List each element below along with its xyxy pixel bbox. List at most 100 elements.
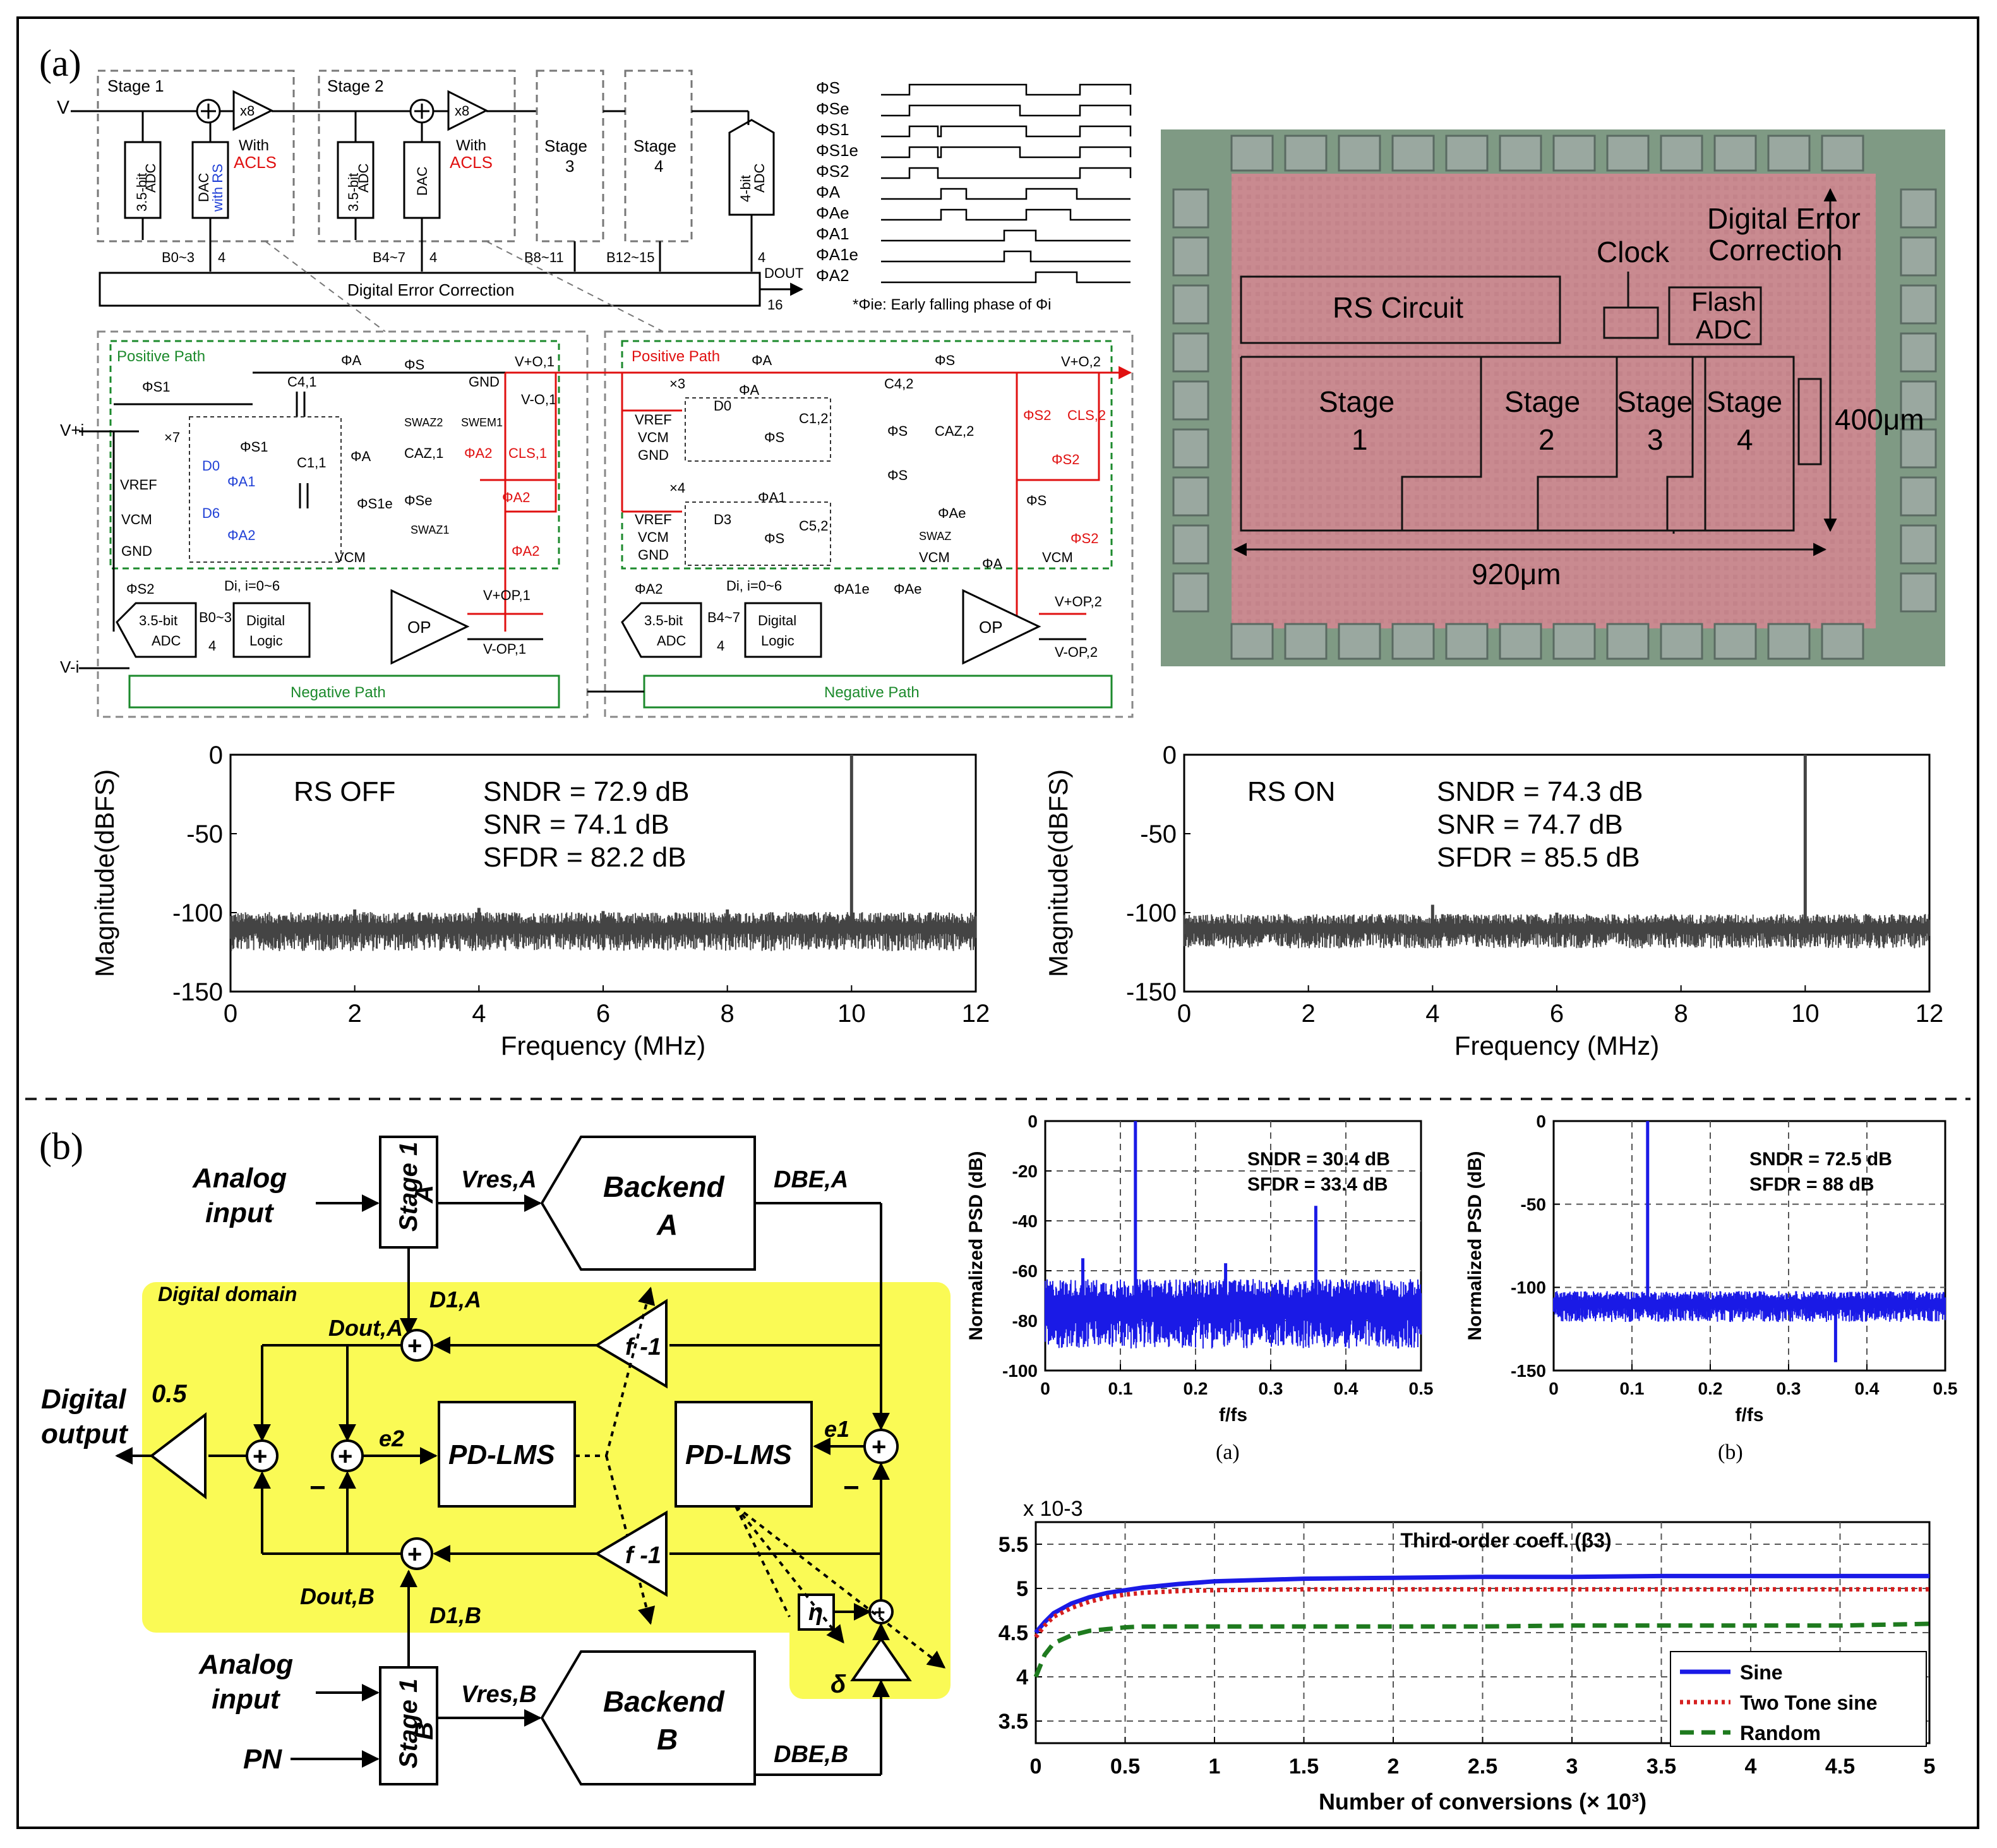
di-label: Di, i=0~6	[224, 578, 280, 594]
phi-s-5: ΦS	[887, 423, 908, 439]
b03-label-2: B0~3	[199, 609, 232, 625]
chip-dec-label: Digital Error	[1707, 202, 1861, 235]
phi-a-label: ΦA	[341, 352, 362, 368]
phase-waveform	[881, 167, 1132, 179]
dout-b-label: Dout,B	[300, 1583, 375, 1609]
phi-s2-bar: ΦS2	[1023, 407, 1051, 423]
sub-adc-1-label: 3.5-bit	[139, 613, 177, 628]
stage2-with: With	[456, 137, 486, 154]
negative-path-box-2	[643, 675, 1113, 709]
sum-out-plus: +	[253, 1443, 267, 1470]
chip-pad	[1391, 623, 1435, 660]
vo2p-label: V+O,2	[1061, 354, 1101, 369]
x-tick-label: 1.5	[1289, 1755, 1319, 1779]
y-tick-label: 0	[209, 741, 223, 769]
dbe-a-label: DBE,A	[774, 1167, 848, 1193]
vop2p-label: V+OP,2	[1055, 594, 1102, 609]
phi-s1-b: ΦS1	[240, 439, 268, 455]
dec-box	[99, 272, 761, 307]
chip-pad	[1391, 135, 1435, 172]
chip-pad	[1900, 476, 1937, 517]
rs-on-label: RS ON	[1247, 776, 1335, 807]
chip-pad	[1172, 332, 1209, 373]
y-tick-label: 0	[1536, 1112, 1546, 1131]
calibration-diagram: Digital domain Analog input Stage 1 A Vr…	[41, 1136, 951, 1785]
chip-pad	[1900, 188, 1937, 229]
stage2-dac-label: DAC	[414, 166, 430, 196]
chip-pad	[1230, 623, 1274, 660]
sw-az1-label: SWAZ1	[411, 524, 449, 536]
x3-label: ×3	[669, 376, 685, 392]
chip-pad	[1499, 135, 1542, 172]
b811-label: B8~11	[524, 249, 564, 265]
ls-path-2	[1016, 373, 1100, 632]
ls-path-1	[480, 373, 557, 632]
phase-waveform	[881, 83, 1132, 96]
stage3-box	[536, 69, 604, 243]
e1-minus: −	[843, 1472, 860, 1503]
phi-a-label-2: ΦA	[351, 448, 371, 464]
chip-width-label: 920μm	[1472, 558, 1561, 591]
chip-pad	[1660, 623, 1703, 660]
x-tick-label: 10	[837, 1000, 866, 1028]
x-tick-label: 4	[472, 1000, 486, 1028]
x-tick-label: 6	[596, 1000, 610, 1028]
stage1-adc-label: 3.5-bit	[134, 173, 150, 212]
stage3-label: Stage	[544, 136, 587, 155]
sub-adc-2	[621, 602, 702, 658]
sum-dout-a-plus: +	[407, 1332, 422, 1360]
stage2-adc-label2: ADC	[356, 163, 371, 193]
chip-pad	[1172, 428, 1209, 469]
pdlms-right	[675, 1401, 813, 1508]
backend-a-label: Backend	[603, 1170, 725, 1203]
dotted-link	[735, 1505, 946, 1669]
x-tick-label: 0.1	[1108, 1379, 1133, 1398]
x-axis-label: Number of conversions (× 10³)	[1319, 1789, 1646, 1815]
sub-adc-2-label: 3.5-bit	[644, 613, 683, 628]
chip-clock-label: Clock	[1597, 236, 1670, 268]
sw-az-label: SWAZ	[919, 530, 951, 543]
psd-a-sndr: SNDR = 30.4 dB	[1247, 1149, 1390, 1170]
phi-a-5: ΦA	[982, 556, 1003, 572]
phi-a2-bar: ΦA2	[464, 445, 492, 461]
vres-a-label: Vres,A	[461, 1167, 537, 1193]
y-tick-label: -100	[1002, 1361, 1038, 1381]
stage1a-label: Stage 1	[395, 1142, 423, 1232]
series-line	[1034, 1573, 1929, 1635]
sw-az2-label: SWAZ2	[404, 416, 443, 429]
phase-waveform	[881, 146, 1132, 159]
vop1n-label: V-OP,1	[483, 641, 526, 657]
x-tick-label: 3.5	[1646, 1755, 1676, 1779]
phase-label: ΦA1	[816, 224, 849, 243]
x-tick-label: 0	[1040, 1379, 1050, 1398]
stage1-dac-label: DAC	[196, 172, 212, 202]
phase-waveform	[881, 250, 1130, 263]
x-tick-label: 0	[1177, 1000, 1191, 1028]
psd-b-sndr: SNDR = 72.5 dB	[1749, 1149, 1892, 1170]
finv-b	[594, 1510, 668, 1597]
backend-a	[540, 1136, 756, 1271]
analog-input-b-1: Analog	[198, 1649, 293, 1680]
chip-pad	[1552, 623, 1596, 660]
x-tick-label: 0.5	[1933, 1379, 1958, 1398]
chip-stages-outline	[1240, 356, 1795, 534]
caz1-label: CAZ,1	[404, 445, 443, 461]
y-tick-label: 4	[1016, 1665, 1028, 1689]
phi-ae-label-2: ΦAe	[894, 581, 921, 597]
x-tick-label: 4	[1425, 1000, 1439, 1028]
vcm-label-6: VCM	[1042, 549, 1073, 565]
chip-height-label: 400μm	[1835, 403, 1924, 436]
positive-path-box-1	[109, 340, 560, 570]
d0-label: D0	[202, 458, 220, 474]
phi-a1-label-2: ΦA1	[758, 489, 786, 505]
vo1p-label: V+O,1	[515, 354, 555, 369]
chip-pad	[1172, 476, 1209, 517]
rs-on-sfdr: SFDR = 85.5 dB	[1437, 842, 1640, 873]
eta-box	[798, 1593, 835, 1631]
x-tick-label: 3	[1566, 1755, 1578, 1779]
four-label-2: 4	[208, 638, 216, 654]
chip-flash-adc	[1668, 286, 1762, 345]
stage1-amp-gain: x8	[240, 103, 255, 119]
phi-a-label-3: ΦA	[752, 352, 772, 368]
